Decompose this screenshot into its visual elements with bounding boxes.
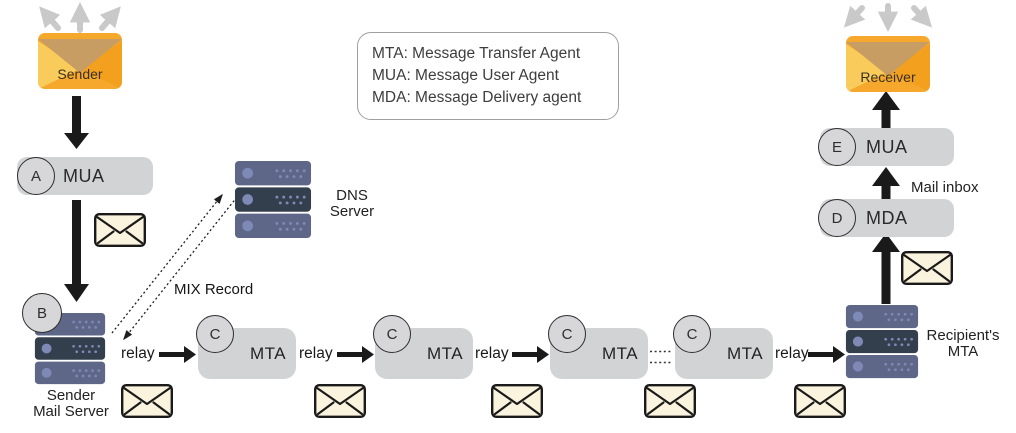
mail-envelope-icon <box>644 384 696 419</box>
sender-mail-server-label: Sender Mail Server <box>33 387 109 420</box>
legend-box: MTA: Message Transfer Agent MUA: Message… <box>357 32 619 120</box>
mail-inbox-label: Mail inbox <box>911 179 979 196</box>
relay-arrow-4 <box>808 346 845 363</box>
dns-query-arrow <box>111 193 223 334</box>
badge-c-3: C <box>548 315 586 353</box>
recipient-mta-label: Recipient's MTA <box>926 327 1000 360</box>
relay-arrow-2 <box>337 346 374 363</box>
badge-a: A <box>17 157 55 195</box>
sender-mua-label: MUA <box>63 165 105 186</box>
mail-envelope-icon <box>491 384 543 419</box>
mta-node-1: C MTA <box>196 315 296 379</box>
sender-envelope-icon: Sender <box>38 33 122 89</box>
mail-envelope-icon <box>794 384 846 419</box>
arrow-sender-to-mua <box>64 96 89 149</box>
mail-envelope-icon <box>901 251 953 286</box>
badge-e: E <box>818 128 856 166</box>
badge-c-2: C <box>373 315 411 353</box>
mix-record-label: MIX Record <box>174 281 254 298</box>
arrow-mda-to-mua <box>872 167 900 200</box>
incoming-arrows-icon <box>843 3 933 33</box>
relay-label-1: relay <box>121 345 155 362</box>
mta-label-2: MTA <box>426 343 464 363</box>
arrow-mua-to-mailserver <box>64 200 89 302</box>
mta-label-4: MTA <box>726 343 764 363</box>
mta-node-4: C MTA <box>673 315 773 379</box>
legend-line-mua: MUA: Message User Agent <box>372 67 559 84</box>
relay-label-4: relay <box>775 345 809 362</box>
badge-c-1: C <box>196 315 234 353</box>
receiver-mua-label: MUA <box>866 136 908 157</box>
relay-arrow-3 <box>512 346 549 363</box>
relay-label-2: relay <box>299 345 333 362</box>
legend-line-mta: MTA: Message Transfer Agent <box>372 45 581 62</box>
sender-label: Sender <box>57 66 103 82</box>
relay-arrow-1 <box>159 346 196 363</box>
arrow-mua-to-receiver <box>872 91 900 128</box>
outgoing-arrows-icon <box>39 1 121 33</box>
badge-b: B <box>22 293 62 333</box>
recipient-mta-server-icon <box>845 305 919 379</box>
arrow-recipientmta-to-mda <box>872 233 900 304</box>
relay-label-3: relay <box>475 345 509 362</box>
mta-node-2: C MTA <box>373 315 473 379</box>
mail-envelope-icon <box>314 384 366 419</box>
badge-c-4: C <box>673 315 711 353</box>
mta-label-1: MTA <box>249 343 287 363</box>
dns-server-icon <box>234 160 312 240</box>
badge-d: D <box>818 199 856 237</box>
dns-server-label: DNS Server <box>329 187 375 220</box>
mta-label-3: MTA <box>601 343 639 363</box>
mda-label: MDA <box>866 207 908 228</box>
legend-line-mda: MDA: Message Delivery agent <box>372 89 582 106</box>
mail-envelope-icon <box>121 384 173 419</box>
mta-node-3: C MTA <box>548 315 648 379</box>
receiver-envelope-icon: Receiver <box>846 36 930 92</box>
mail-envelope-icon <box>94 213 146 248</box>
chain-continuation-dots <box>650 350 673 364</box>
receiver-label: Receiver <box>860 69 916 85</box>
